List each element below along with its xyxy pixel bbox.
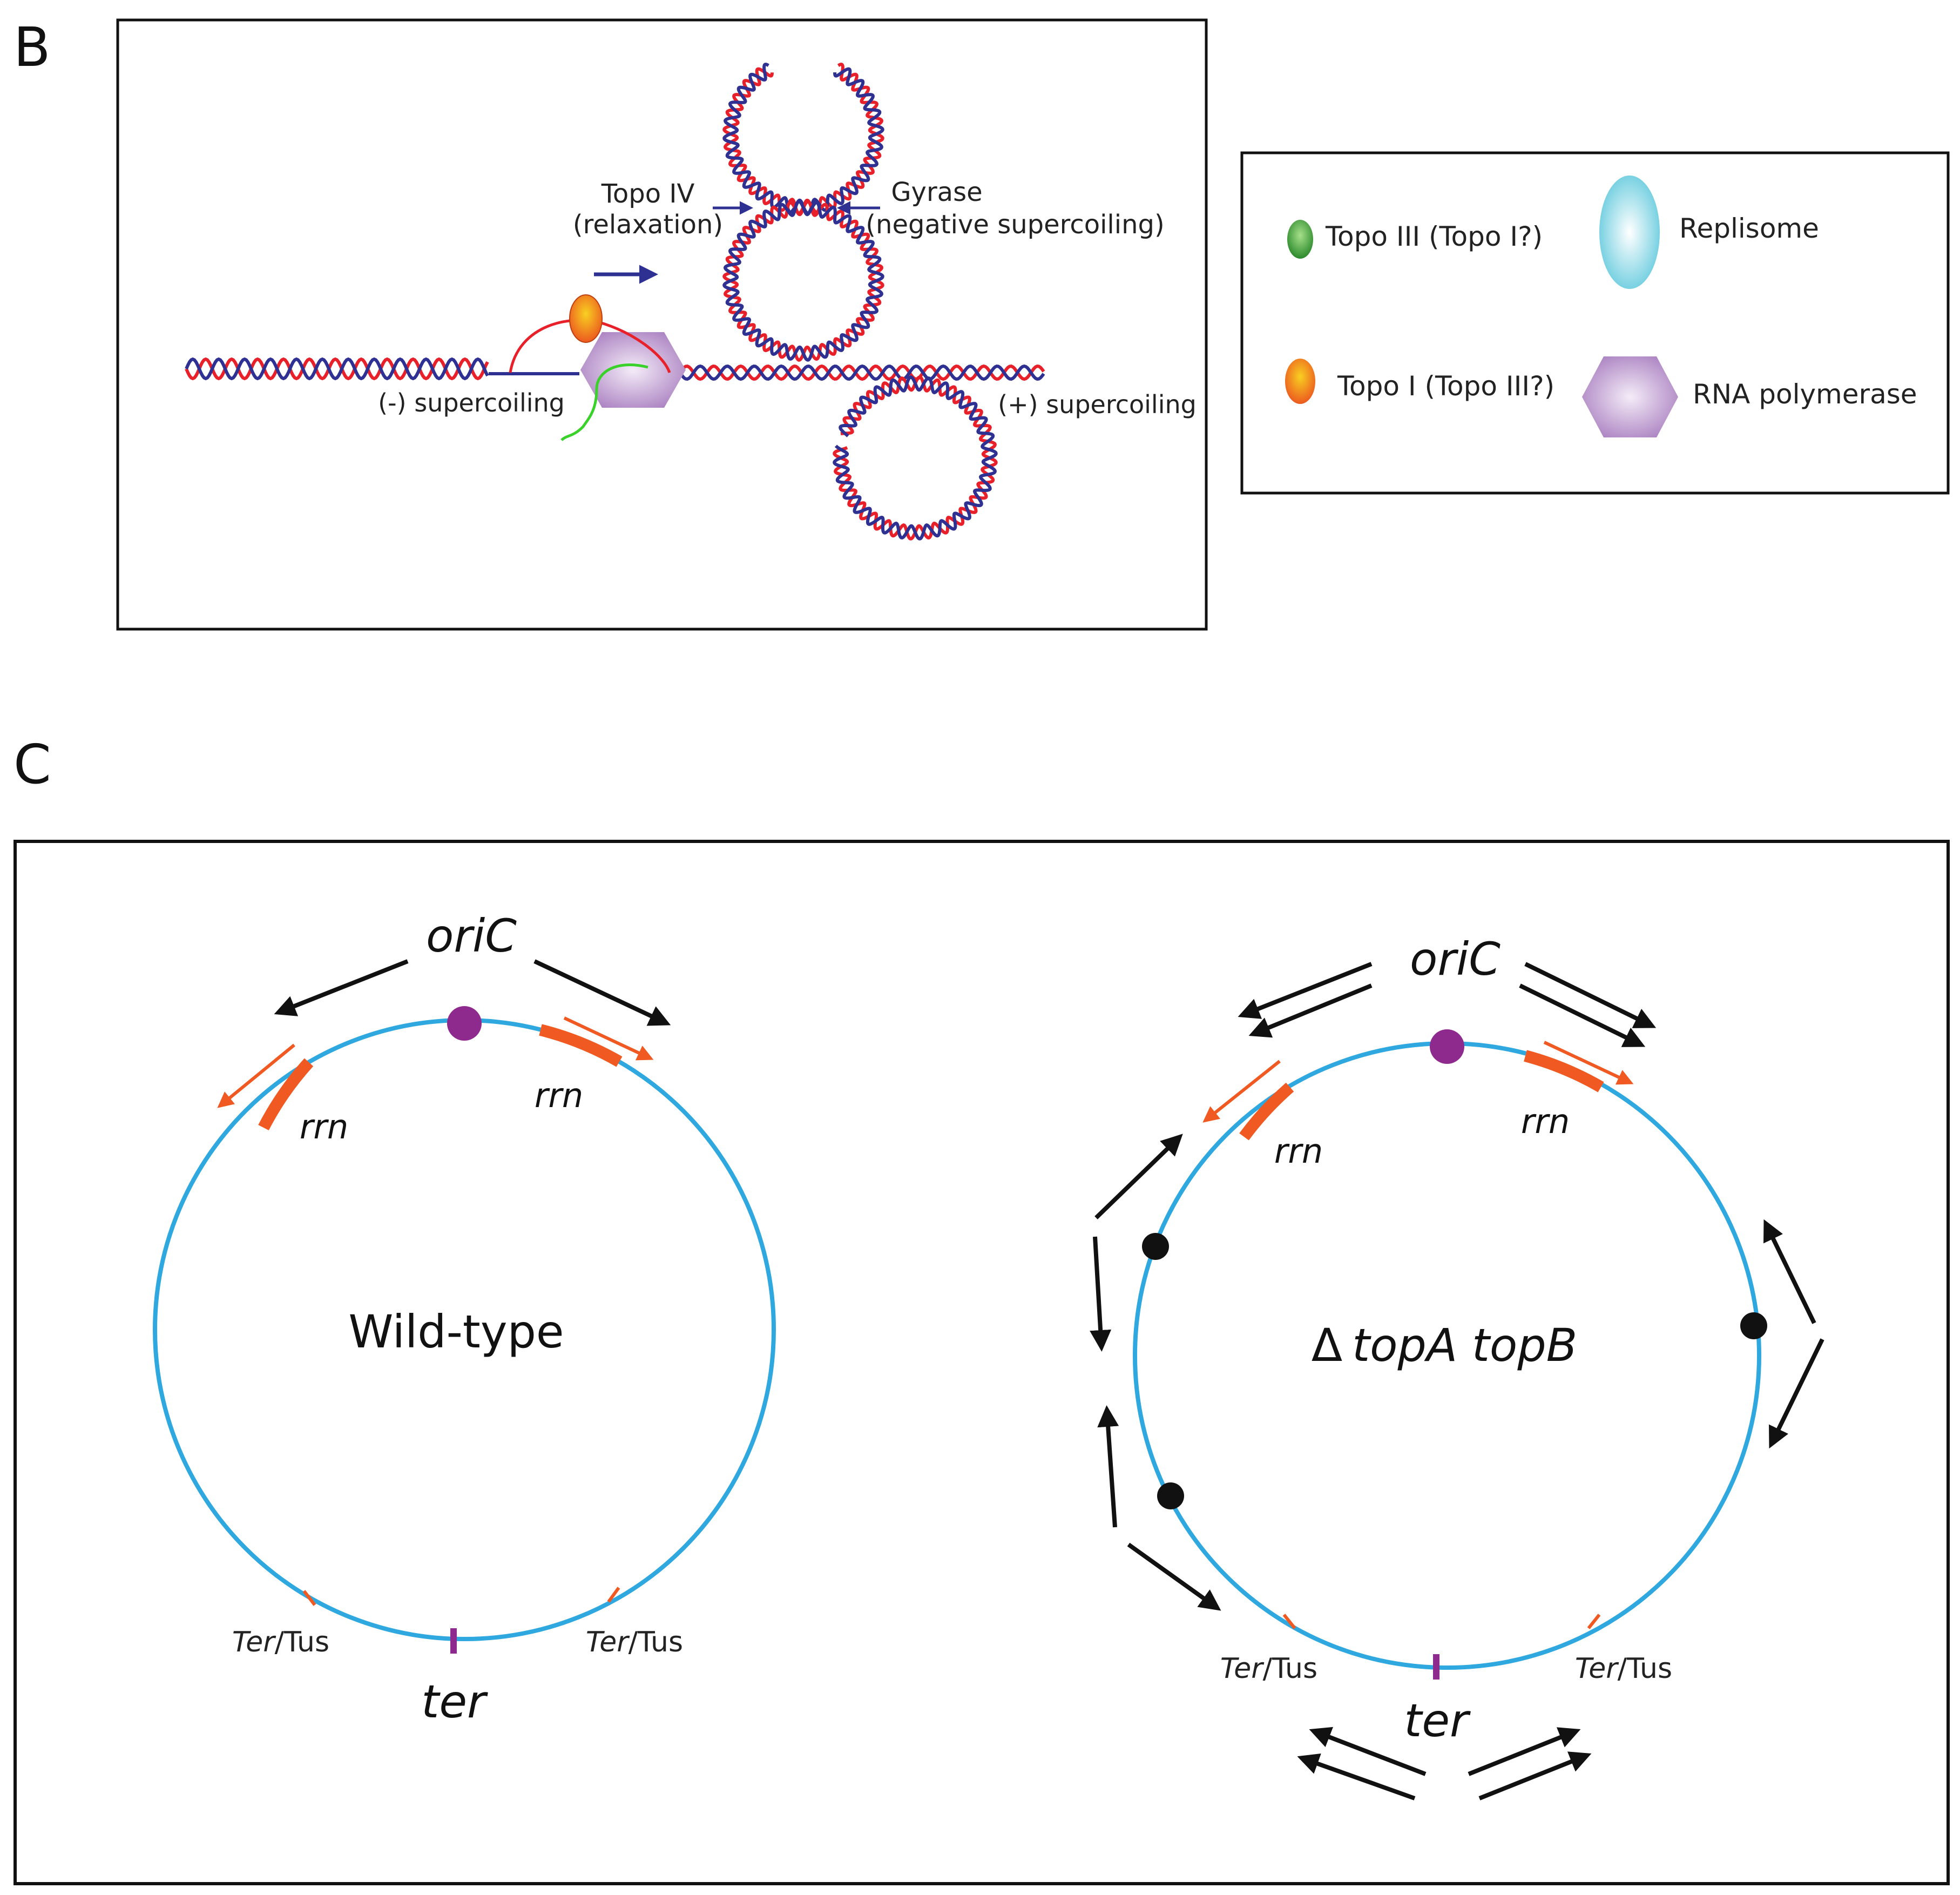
panel-b-letter: B xyxy=(13,16,51,79)
ter-italic: Ter xyxy=(586,1626,630,1658)
mutant-replisome-dot xyxy=(1740,1312,1767,1339)
purple-hexagon-icon xyxy=(1582,356,1678,437)
nascent-rna-strand xyxy=(560,363,648,441)
legend-frame xyxy=(1240,151,1950,495)
mutant-ter-left-arrow-2 xyxy=(1297,1753,1416,1800)
wildtype-replication-left-arrow xyxy=(274,959,409,1016)
mutant-origin-dot xyxy=(1430,1029,1464,1064)
negative-supercoiling-label: (-) supercoiling xyxy=(378,388,565,417)
mutant-origin-left-arrow-2 xyxy=(1248,983,1373,1038)
wildtype-origin-dot xyxy=(447,1006,482,1041)
mutant-ter-label: ter xyxy=(1404,1694,1471,1747)
mutant-fork-arrow xyxy=(1094,1134,1183,1219)
mutant-ter-tus-left-tick xyxy=(1282,1614,1296,1629)
legend-label-replisome: Replisome xyxy=(1679,213,1819,244)
dna-strand xyxy=(185,357,489,381)
topo-iv-sublabel: (relaxation) xyxy=(573,210,723,240)
ter-italic: Ter xyxy=(1220,1653,1265,1685)
topo-iv-label: Topo IV xyxy=(601,179,695,209)
gyrase-sublabel: (negative supercoiling) xyxy=(866,210,1164,240)
wildtype-rrn-right-bar xyxy=(539,1024,623,1067)
tus-text: /Tus xyxy=(628,1626,683,1658)
wildtype-ter-tus-left-label: Ter/Tus xyxy=(232,1626,329,1658)
mutant-rrn-right-arrow xyxy=(1543,1041,1634,1085)
dna-strand xyxy=(722,63,884,215)
orange-ellipse-icon xyxy=(1285,359,1315,404)
wildtype-replication-right-arrow xyxy=(533,959,671,1026)
dna-strand xyxy=(668,364,1045,381)
dna-strand xyxy=(668,364,1045,381)
mutant-fork-arrow xyxy=(1090,1236,1112,1352)
mutant-origin-right-arrow-1 xyxy=(1524,962,1657,1028)
mutant-rrn-left-bar xyxy=(1239,1082,1294,1141)
mutant-origin-right-arrow-2 xyxy=(1519,983,1646,1047)
wildtype-rrn-left-arrow xyxy=(217,1043,295,1108)
tus-text: /Tus xyxy=(1263,1653,1317,1685)
wildtype-ter-tus-right-tick xyxy=(607,1587,620,1603)
wildtype-oric-label: oriC xyxy=(426,909,517,962)
mutant-ter-tus-left-label: Ter/Tus xyxy=(1220,1653,1317,1685)
mutant-rrn-left-label: rrn xyxy=(1274,1131,1323,1171)
wildtype-ter-label: ter xyxy=(421,1675,488,1728)
legend-label-topo3: Topo III (Topo I?) xyxy=(1325,221,1543,252)
dna-strand xyxy=(833,375,998,541)
mutant-ter-left-arrow-1 xyxy=(1309,1727,1427,1776)
dna-strand xyxy=(185,357,489,381)
mutant-ter-right-arrow-1 xyxy=(1468,1727,1581,1776)
gyrase-label: Gyrase xyxy=(891,177,982,207)
delta-symbol: Δ xyxy=(1312,1319,1342,1372)
ter-italic: Ter xyxy=(232,1626,276,1658)
legend-label-rnap: RNA polymerase xyxy=(1693,379,1917,410)
mutant-rrn-left-arrow xyxy=(1202,1060,1281,1123)
dna-strand xyxy=(833,375,998,541)
wildtype-rrn-right-label: rrn xyxy=(535,1076,583,1115)
wildtype-rrn-left-bar xyxy=(258,1058,314,1131)
tus-text: /Tus xyxy=(1618,1653,1672,1685)
mutant-origin-left-arrow-1 xyxy=(1238,962,1373,1019)
supercoiled-dna-diagram xyxy=(185,63,1045,541)
mutant-replisome-dot xyxy=(1157,1482,1184,1509)
mutant-fork-arrow xyxy=(1763,1219,1816,1324)
wildtype-rrn-left-label: rrn xyxy=(300,1107,348,1147)
cyan-ellipse-icon xyxy=(1599,176,1660,289)
mutant-genotype: topA topB xyxy=(1352,1319,1577,1372)
rna-polymerase-hexagon xyxy=(580,332,686,408)
wildtype-ter-tus-right-label: Ter/Tus xyxy=(586,1626,683,1658)
mutant-fork-arrow xyxy=(1769,1338,1824,1449)
dna-strand xyxy=(722,200,884,362)
positive-supercoiling-label: (+) supercoiling xyxy=(998,390,1197,419)
mutant-ter-right-arrow-2 xyxy=(1478,1751,1592,1800)
panel-c-letter: C xyxy=(13,733,51,796)
mutant-chromosome xyxy=(1090,962,1824,1800)
wildtype-chromosome xyxy=(153,959,776,1654)
legend-label-topo1: Topo I (Topo III?) xyxy=(1337,370,1555,402)
mutant-fork-arrow xyxy=(1097,1405,1119,1528)
green-ellipse-icon xyxy=(1287,220,1313,259)
mutant-ter-tus-right-tick xyxy=(1587,1614,1601,1629)
dna-strand xyxy=(722,200,884,362)
wildtype-title: Wild-type xyxy=(348,1305,564,1358)
panel-c-frame xyxy=(13,840,1950,1885)
wildtype-rrn-right-arrow xyxy=(563,1016,654,1061)
mutant-fork-arrow xyxy=(1127,1542,1221,1611)
mutant-oric-label: oriC xyxy=(1410,933,1501,986)
panel-b-frame xyxy=(116,18,1208,631)
mutant-ter-tus-right-label: Ter/Tus xyxy=(1575,1653,1672,1685)
dna-strand xyxy=(722,63,884,215)
mutant-rrn-right-label: rrn xyxy=(1521,1102,1570,1141)
mutant-replisome-dot xyxy=(1142,1233,1169,1260)
mutant-rrn-right-bar xyxy=(1524,1050,1604,1093)
ter-italic: Ter xyxy=(1575,1653,1619,1685)
tus-text: /Tus xyxy=(275,1626,329,1658)
topo-i-enzyme xyxy=(569,294,603,343)
wildtype-ter-tus-left-tick xyxy=(302,1590,316,1606)
